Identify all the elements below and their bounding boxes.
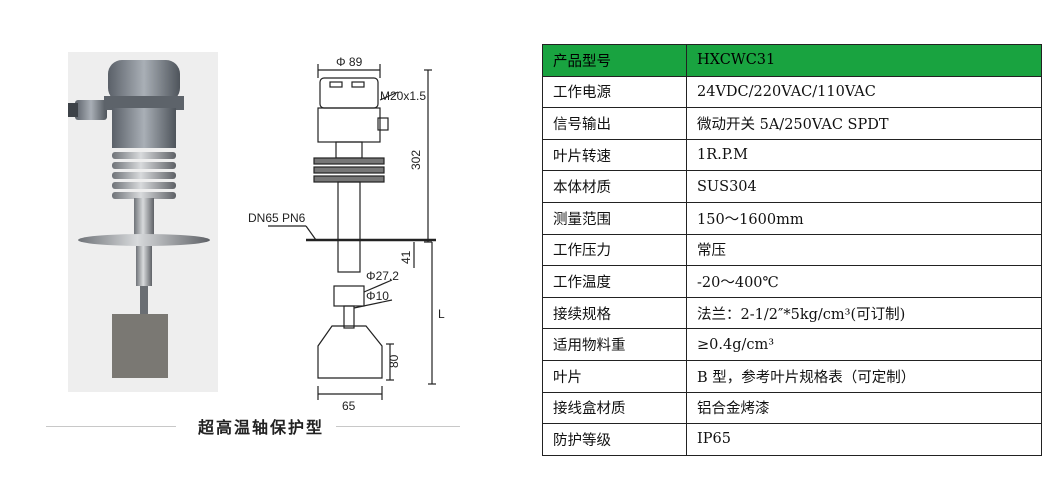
product-illustration-panel: Φ 89 M20x1.5 302 DN65 PN6 41 Φ27.2 Φ10 L…: [0, 0, 520, 491]
spec-key: 本体材质: [542, 170, 687, 203]
spec-row: 接线盒材质铝合金烤漆: [542, 391, 1042, 425]
product-drawings: Φ 89 M20x1.5 302 DN65 PN6 41 Φ27.2 Φ10 L…: [68, 52, 445, 413]
dim-diameter-shaft: Φ27.2: [366, 269, 399, 283]
spec-key: 工作温度: [542, 265, 687, 298]
dim-diameter-top: Φ 89: [336, 55, 363, 69]
product-caption: 超高温轴保护型: [197, 418, 324, 437]
caption-divider-left: [46, 426, 176, 427]
spec-row: 工作温度-20～400℃: [542, 265, 1042, 298]
spec-row: 工作压力常压: [542, 233, 1042, 267]
dim-gap: 41: [399, 250, 413, 264]
spec-key: 信号输出: [542, 107, 687, 140]
spec-value: 微动开关 5A/250VAC SPDT: [686, 107, 1042, 140]
dim-thread: M20x1.5: [380, 89, 426, 103]
spec-row: 信号输出微动开关 5A/250VAC SPDT: [542, 107, 1042, 140]
spec-key: 接线盒材质: [542, 391, 687, 425]
spec-key: 接续规格: [542, 296, 687, 330]
spec-row: 接续规格法兰：2-1/2″*5kg/cm³(可订制): [542, 296, 1042, 330]
spec-key: 叶片转速: [542, 138, 687, 172]
spec-value: 1R.P.M: [686, 138, 1042, 172]
spec-value: -20～400℃: [686, 265, 1042, 298]
spec-value: 法兰：2-1/2″*5kg/cm³(可订制): [686, 296, 1042, 330]
dim-blade-height: 80: [387, 354, 401, 368]
dim-blade-width: 65: [342, 399, 356, 413]
spec-key: 防护等级: [542, 423, 687, 456]
caption-divider-right: [336, 426, 460, 427]
spec-value: HXCWC31: [686, 44, 1042, 77]
spec-value: 常压: [686, 233, 1042, 267]
spec-value: SUS304: [686, 170, 1042, 203]
dim-height-total: 302: [409, 150, 423, 170]
spec-value: B 型，参考叶片规格表（可定制）: [686, 359, 1042, 393]
dim-length: L: [438, 307, 445, 321]
spec-key: 测量范围: [542, 201, 687, 235]
spec-key: 叶片: [542, 359, 687, 393]
drawing-text: Φ 89 M20x1.5 302 DN65 PN6 41 Φ27.2 Φ10 L…: [248, 55, 445, 413]
spec-value: 铝合金烤漆: [686, 391, 1042, 425]
spec-key: 工作电源: [542, 75, 687, 109]
dim-flange: DN65 PN6: [248, 211, 306, 225]
spec-value: IP65: [686, 423, 1042, 456]
dim-diameter-pin: Φ10: [366, 289, 389, 303]
spec-key: 适用物料重: [542, 328, 687, 361]
spec-key: 工作压力: [542, 233, 687, 267]
product-photo: [68, 52, 218, 392]
spec-row: 适用物料重≥0.4g/cm³: [542, 328, 1042, 361]
spec-value: 24VDC/220VAC/110VAC: [686, 75, 1042, 109]
technical-drawing: [268, 64, 436, 400]
spec-key: 产品型号: [542, 44, 687, 77]
caption-row: 超高温轴保护型: [46, 412, 460, 440]
spec-value: ≥0.4g/cm³: [686, 328, 1042, 361]
spec-value: 150～1600mm: [686, 201, 1042, 235]
